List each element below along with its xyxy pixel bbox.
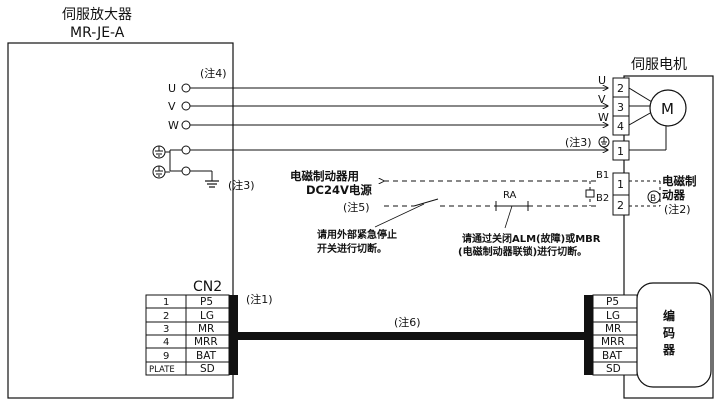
amplifier-model: MR-JE-A: [70, 25, 125, 41]
brake-circuit: 电磁制动器用 DC24V电源 (注5) RA B1 B2 1 2 B 电磁制 动…: [290, 169, 697, 258]
motor-ground-note: (注3): [565, 135, 592, 149]
motor-signal-mr: MR: [605, 323, 621, 335]
motor-icon: [649, 89, 687, 127]
cn2-note1: (注1): [246, 292, 273, 306]
cn2-signal-lg: LG: [200, 310, 214, 322]
cn2-title: CN2: [193, 279, 222, 295]
brake-pin-1: 1: [617, 178, 624, 191]
brake-source-note: (注5): [343, 200, 370, 214]
brake-label-line2: 动器: [662, 188, 685, 202]
motor-signal-bat: BAT: [602, 350, 623, 362]
stop-switch: [413, 198, 439, 207]
brake-symbol: B: [650, 194, 656, 204]
cable-note6: (注6): [394, 315, 421, 329]
encoder-char-2: 码: [663, 326, 675, 340]
motor-pin-label-u: U: [598, 74, 606, 87]
encoder-box: [636, 282, 712, 388]
earth-ground-icon: [205, 180, 219, 188]
amplifier-ground: (注3): [152, 145, 608, 192]
alm-note-line2: (电磁制动器联锁)进行切断。: [458, 245, 587, 258]
servo-motor: 伺服电机: [623, 57, 714, 399]
cn2-pin-4: 4: [163, 337, 169, 348]
brake-label-line1: 电磁制: [662, 174, 697, 188]
pe-ground-icon: [152, 145, 170, 159]
power-lines: (注4) U V W U V W: [168, 66, 609, 132]
pe-ground-icon: [152, 165, 170, 179]
note4-label: (注4): [200, 66, 227, 80]
cn2-connector: CN2 (注1) 1 2 3 4 9 PLATE P5 LG MR MRR BA…: [145, 279, 273, 376]
amplifier-box: [7, 42, 234, 399]
cn2-pin-2: 2: [163, 311, 169, 322]
motor-signal-mrr: MRR: [601, 336, 625, 348]
encoder-cable: [238, 332, 584, 340]
cn2-pin-9: 9: [163, 351, 169, 362]
cn2-signal-bat: BAT: [196, 350, 217, 362]
stop-switch-note-line2: 开关进行切断。: [317, 242, 387, 255]
brake-pin-b1-label: B1: [596, 170, 609, 181]
motor-box: [623, 75, 714, 399]
ground-note3-label: (注3): [228, 178, 255, 192]
motor-power-connector: 2 3 4 1: [612, 77, 630, 161]
relay-label: RA: [503, 190, 517, 201]
cn2-pin-3: 3: [163, 324, 169, 335]
brake-source-line2: DC24V电源: [306, 183, 372, 197]
motor-pin-2: 2: [617, 82, 624, 95]
amplifier-title: 伺服放大器: [62, 7, 132, 23]
motor-encoder-connector: P5 LG MR MRR BAT SD: [584, 294, 638, 376]
brake-note: (注2): [664, 202, 691, 216]
motor-signal-p5: P5: [606, 296, 619, 308]
motor-title: 伺服电机: [631, 57, 687, 73]
stop-switch-note-line1: 请用外部紧急停止: [317, 228, 397, 241]
servo-amplifier: 伺服放大器 MR-JE-A: [7, 7, 234, 399]
cn2-signal-p5: P5: [200, 296, 213, 308]
motor-ground-icon: [598, 136, 610, 148]
alm-note-line1: 请通过关闭ALM(故障)或MBR: [462, 232, 601, 245]
motor-pin-3: 3: [617, 101, 624, 114]
brake-pin-b2-label: B2: [596, 193, 609, 204]
cn2-signal-sd: SD: [200, 363, 215, 375]
motor-symbol: M: [628, 87, 687, 151]
motor-pin-label-w: W: [598, 111, 609, 124]
cn2-pin-plate: PLATE: [149, 365, 175, 375]
encoder: 编 码 器: [636, 282, 712, 388]
terminal-v: [181, 101, 191, 111]
brake-icon: [647, 190, 661, 204]
motor-pin-4: 4: [617, 120, 624, 133]
cn2-signal-mr: MR: [198, 323, 214, 335]
brake-pin-2: 2: [617, 199, 624, 212]
cn2-signal-mrr: MRR: [194, 336, 218, 348]
motor-symbol-text: M: [661, 100, 674, 118]
terminal-v-label: V: [168, 100, 176, 113]
terminal-u-label: U: [168, 82, 176, 95]
encoder-char-3: 器: [662, 343, 676, 357]
brake-source-line1: 电磁制动器用: [290, 169, 359, 183]
motor-signal-sd: SD: [606, 363, 621, 375]
terminal-w-label: W: [168, 119, 179, 132]
cn2-pin-1: 1: [163, 297, 169, 308]
surge-absorber: [585, 189, 595, 198]
encoder-char-1: 编: [662, 308, 675, 323]
terminal-w: [181, 120, 191, 130]
terminal-u: [181, 83, 191, 93]
motor-pin-1: 1: [617, 145, 624, 158]
motor-signal-lg: LG: [606, 310, 620, 322]
motor-pin-label-v: V: [598, 93, 606, 106]
